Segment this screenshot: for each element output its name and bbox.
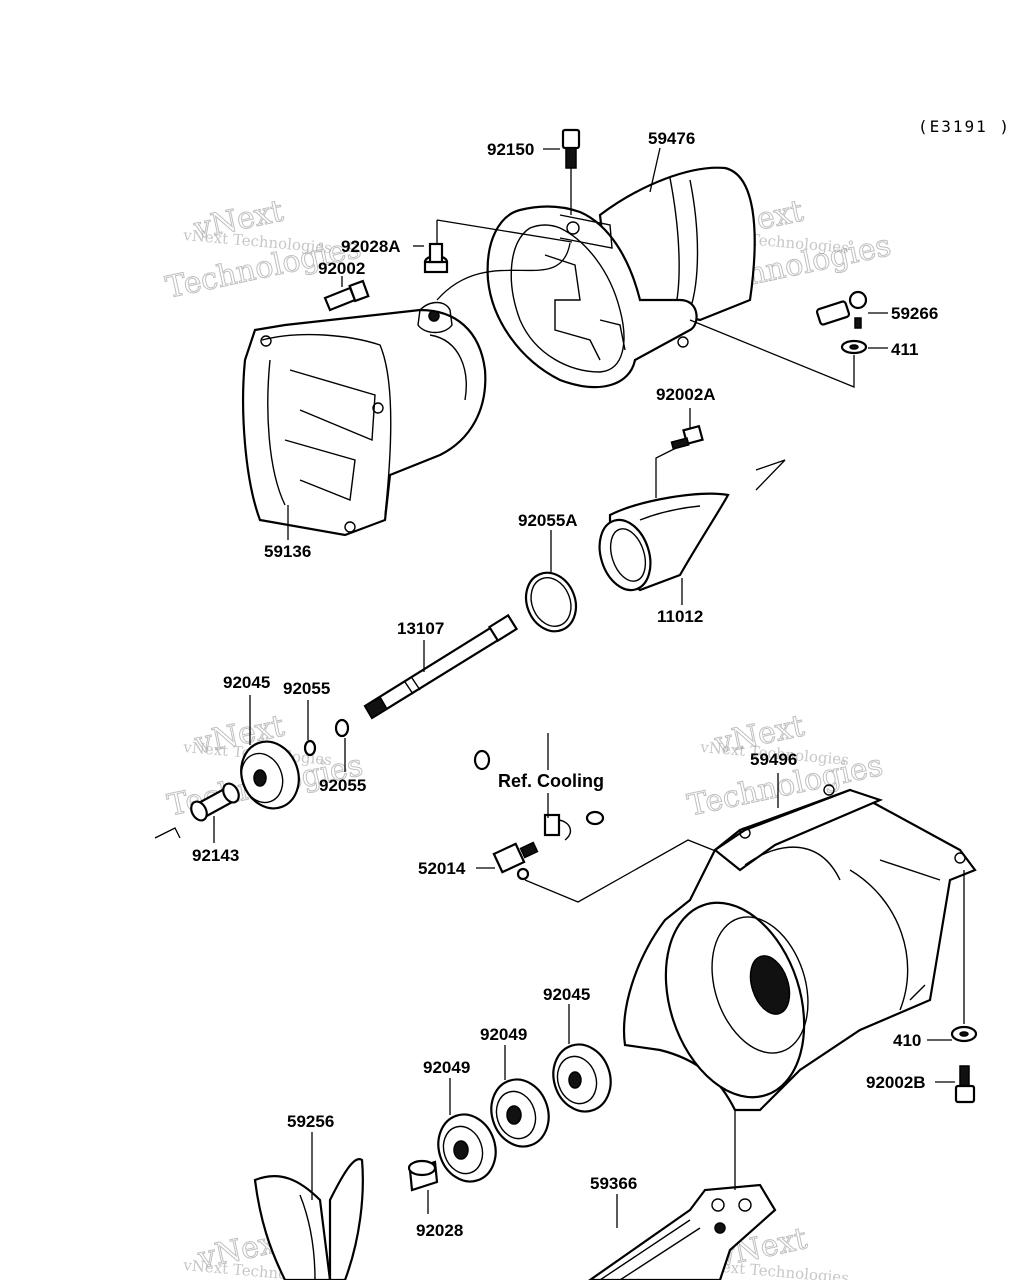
part-92028-collar [407,1159,439,1192]
label-92002A: 92002A [656,385,716,404]
label-59266: 59266 [891,304,938,323]
part-92002B-bolt [954,1065,976,1104]
part-13107-shaft [363,613,519,720]
part-92028A-collar [423,242,449,274]
ref-cooling-label: Ref. Cooling [498,771,604,791]
part-59266-fitting [815,290,868,329]
label-59256: 59256 [287,1112,334,1131]
label-59476: 59476 [648,129,695,148]
label-92045-bottom: 92045 [543,985,590,1004]
part-59256-impeller [253,1157,364,1280]
label-59136: 59136 [264,542,311,561]
label-92143: 92143 [192,846,239,865]
cooling-hose [473,711,654,826]
part-92150-bolt [561,128,581,215]
label-59366: 59366 [590,1174,637,1193]
leader-lines [154,147,965,1228]
label-92049-b: 92049 [423,1058,470,1077]
part-92143-collar [190,782,240,822]
label-410: 410 [893,1031,921,1050]
label-92150: 92150 [487,140,534,159]
part-52014-fitting [492,841,539,881]
part-92045-bearing-top [240,740,300,810]
part-59136-housing [242,301,487,537]
label-92045-top: 92045 [223,673,270,692]
label-92055A: 92055A [518,511,578,530]
part-59366-plate [588,1183,777,1280]
label-11012: 11012 [657,607,703,626]
label-92002: 92002 [318,259,365,278]
label-92028A: 92028A [341,237,401,256]
catalog-code: (E3191 ) [918,117,1011,136]
hose-clamp [543,813,572,841]
label-411: 411 [891,340,918,359]
part-labels: 92150 59476 92028A 92002 59266 411 92002… [192,129,938,1240]
label-92055-a: 92055 [283,679,330,698]
label-59496: 59496 [750,750,797,769]
part-59476-housing [486,166,756,389]
label-13107: 13107 [397,619,444,638]
part-92045-bearing-bottom [552,1043,612,1113]
part-92055A-oring [524,571,578,633]
part-92049-bearing-b [437,1113,497,1183]
label-92049-a: 92049 [480,1025,527,1044]
part-59496-housing [623,784,977,1112]
label-92028: 92028 [416,1221,463,1240]
part-11012-nozzle [598,492,730,592]
part-411-washer [840,339,868,355]
part-410-washer [950,1025,978,1043]
label-52014: 52014 [418,859,466,878]
label-92002B: 92002B [866,1073,926,1092]
part-92002-bolt [323,279,370,312]
part-92049-bearing-a [490,1078,550,1148]
part-92002A-bolt [670,424,704,450]
label-92055-b: 92055 [319,776,366,795]
part-92055-rings [303,718,350,757]
